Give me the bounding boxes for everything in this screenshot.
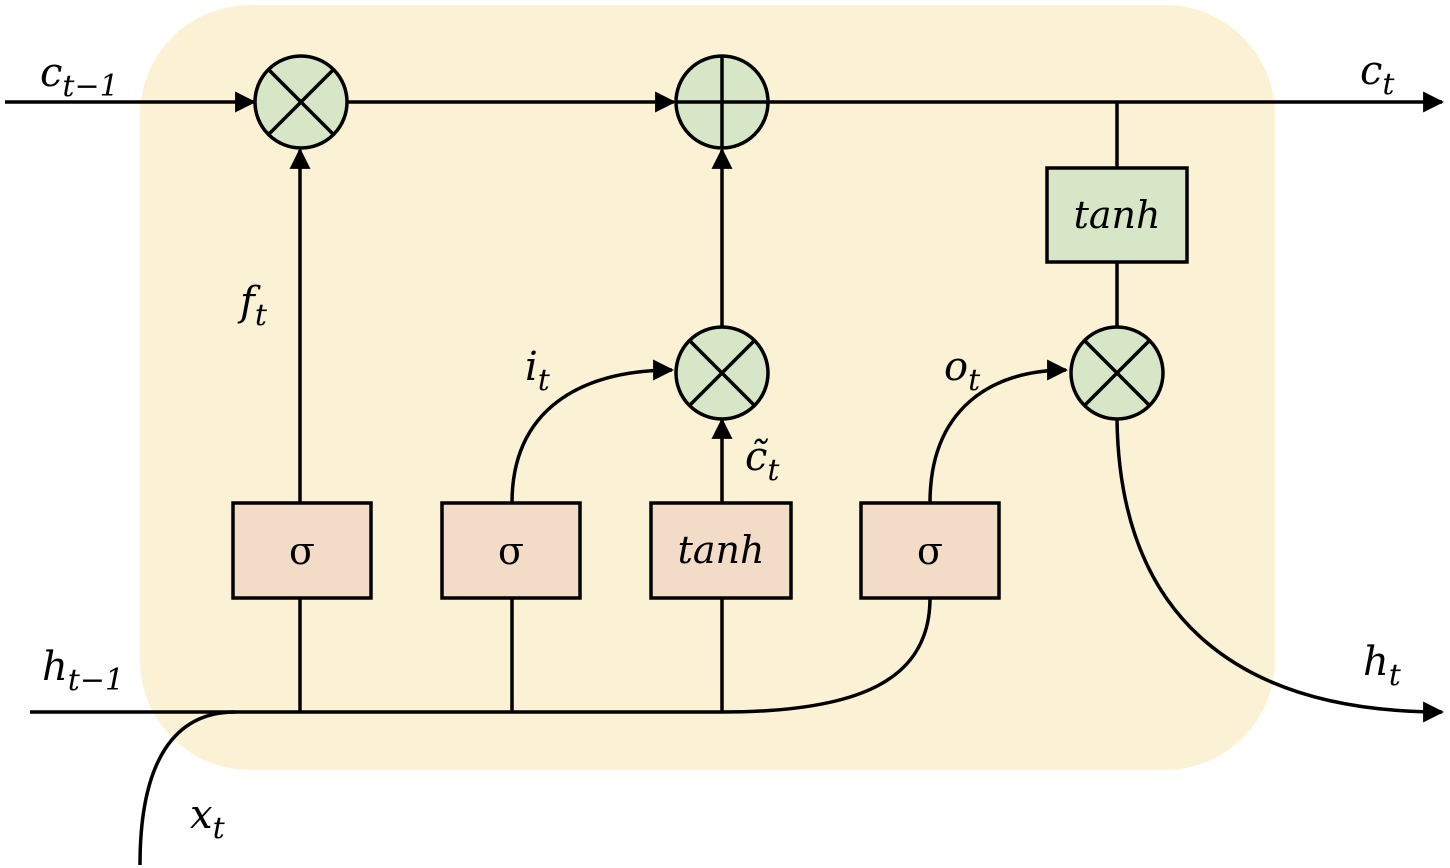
output-gate-label: σ — [917, 529, 943, 573]
hidden-out-wire — [1115, 419, 1445, 723]
input-gate-label: σ — [498, 529, 524, 573]
forget-gate-label: σ — [289, 529, 315, 573]
input-gate-box: σ — [440, 501, 582, 600]
multiply-op-icon — [253, 54, 349, 150]
output-gate-bus-wire — [721, 597, 932, 714]
input-gate-out-wire — [510, 359, 675, 504]
h-prev-label: ht−1 — [42, 644, 124, 698]
multiply-op-icon — [674, 325, 770, 421]
x-input-wire — [138, 710, 236, 866]
x-t-label: xt — [190, 792, 226, 846]
candidate-label: tanh — [678, 528, 765, 572]
output-gate-out-wire — [928, 359, 1069, 504]
cell-tanh-label: tanh — [1074, 193, 1161, 237]
forget-gate-box: σ — [231, 501, 373, 600]
output-gate-box: σ — [859, 501, 1001, 600]
o-t-label: ot — [944, 344, 981, 398]
cell-tanh-box: tanh — [1045, 166, 1189, 264]
candidate-box: tanh — [649, 501, 793, 600]
c-tilde-label: c̃t — [745, 434, 780, 488]
f-t-label: ft — [237, 279, 268, 333]
h-t-label: ht — [1363, 639, 1402, 693]
c-t-label: ct — [1360, 48, 1395, 102]
multiply-op-icon — [1069, 325, 1165, 421]
add-op-icon — [674, 54, 770, 150]
c-prev-label: ct−1 — [40, 50, 119, 104]
i-t-label: it — [525, 344, 551, 398]
